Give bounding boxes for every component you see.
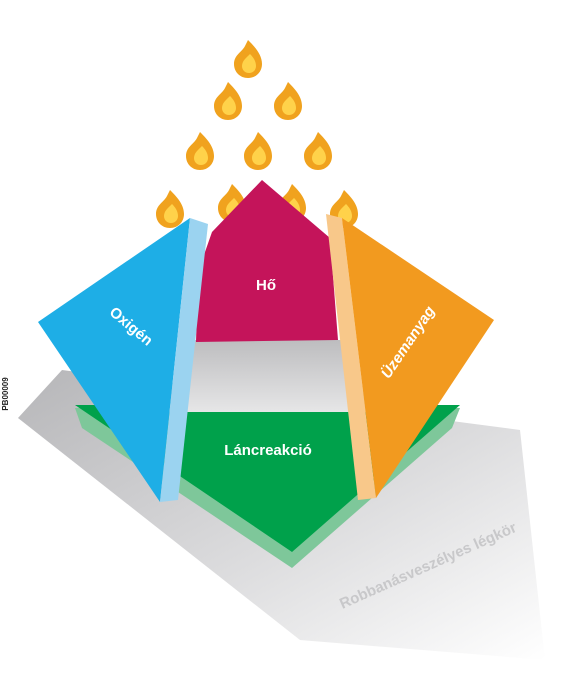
chain-reaction-label: Láncreakció (224, 442, 312, 459)
figure-code-label: PB00009 (1, 377, 10, 411)
flame-icon (234, 40, 262, 78)
fuel-edge (326, 214, 376, 500)
oxygen-face (38, 218, 190, 502)
flame-icon (304, 132, 332, 170)
fuel-face (342, 218, 494, 498)
inner-wall (168, 340, 370, 412)
flame-icon (244, 132, 272, 170)
flame-icon (156, 190, 184, 228)
flame-icon (274, 82, 302, 120)
flame-icon (214, 82, 242, 120)
heat-face (196, 180, 338, 342)
flame-icon (186, 132, 214, 170)
heat-label: Hő (256, 277, 276, 294)
oxygen-edge (160, 218, 208, 502)
